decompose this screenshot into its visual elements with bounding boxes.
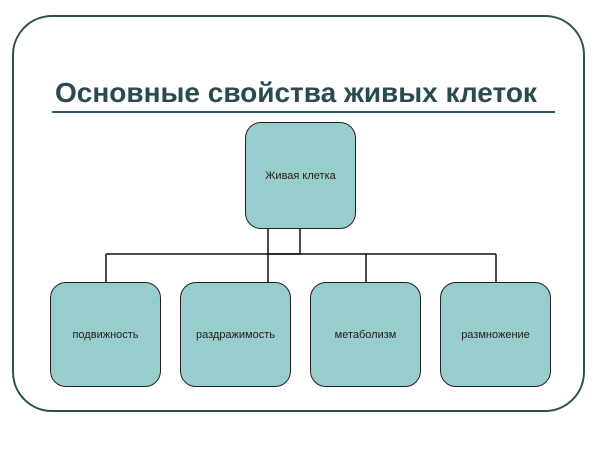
node-root: Живая клетка (245, 122, 356, 229)
node-child-3: метаболизм (310, 282, 421, 387)
title-underline (52, 111, 555, 113)
slide-title: Основные свойства живых клеток (55, 77, 537, 108)
node-child-2: раздражимость (180, 282, 291, 387)
root-bracket (267, 229, 301, 255)
node-child-4: размножение (440, 282, 551, 387)
node-child-1: подвижность (50, 282, 161, 387)
